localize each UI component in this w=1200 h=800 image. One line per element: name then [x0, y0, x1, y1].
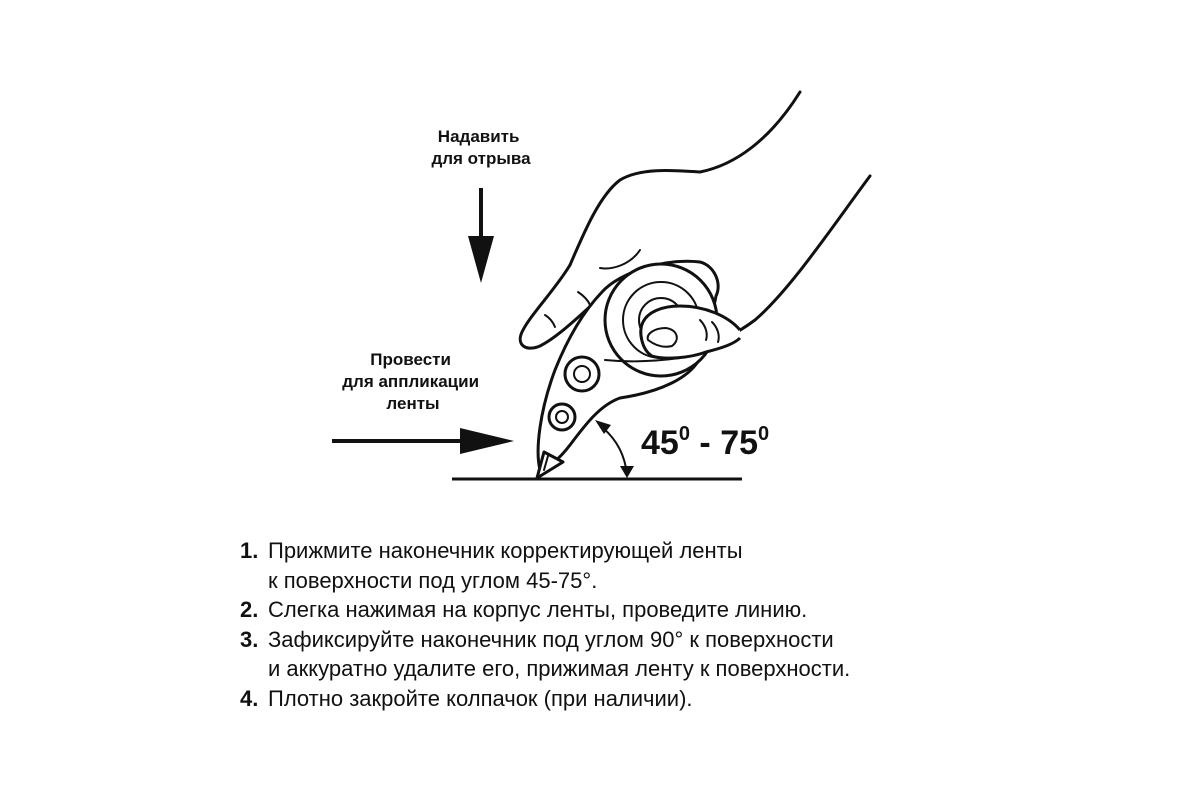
angle-to: 75 — [720, 424, 758, 462]
step-text: Плотно закройте колпачок (при наличии). — [268, 685, 693, 711]
press-label-line-2: для отрыва — [431, 149, 531, 168]
step-item: 3. Зафиксируйте наконечник под углом 90°… — [240, 625, 1000, 684]
angle-from: 45 — [641, 424, 679, 462]
step-number: 1. — [240, 538, 259, 563]
angle-degree-mark-2: 0 — [758, 423, 769, 445]
drag-label-line-2: для аппликации — [342, 372, 479, 391]
angle-indicator — [595, 420, 634, 478]
step-text: Прижмите наконечник корректирующей ленты… — [268, 538, 743, 593]
angle-label: 450 - 750 — [641, 423, 769, 462]
press-down-arrow-icon — [468, 188, 494, 283]
thumb-drawing — [639, 304, 742, 360]
angle-degree-mark-1: 0 — [679, 423, 690, 445]
step-item: 4. Плотно закройте колпачок (при наличии… — [240, 684, 1000, 714]
lower-roller — [547, 402, 577, 432]
drag-label-line-1: Провести — [370, 350, 451, 369]
instruction-steps: 1. Прижмите наконечник корректирующей ле… — [240, 536, 1000, 713]
step-text: Зафиксируйте наконечник под углом 90° к … — [268, 626, 851, 682]
step-number: 4. — [240, 685, 259, 711]
drag-label-line-3: ленты — [386, 394, 439, 413]
step-item: 2. Слегка нажимая на корпус ленты, прове… — [240, 595, 1000, 625]
upper-roller — [563, 355, 601, 393]
angle-dash: - — [699, 424, 710, 462]
drag-right-arrow-icon — [332, 428, 514, 454]
usage-illustration: Надавить для отрыва Провести для апплика… — [332, 90, 872, 481]
step-number: 2. — [240, 597, 259, 622]
press-label: Надавить для отрыва — [431, 127, 531, 168]
press-label-line-1: Надавить — [438, 127, 520, 146]
step-text: Слегка нажимая на корпус ленты, проведит… — [268, 597, 808, 622]
step-number: 3. — [240, 626, 259, 652]
step-item: 1. Прижмите наконечник корректирующей ле… — [240, 536, 1000, 595]
drag-label: Провести для аппликации ленты — [342, 350, 484, 413]
